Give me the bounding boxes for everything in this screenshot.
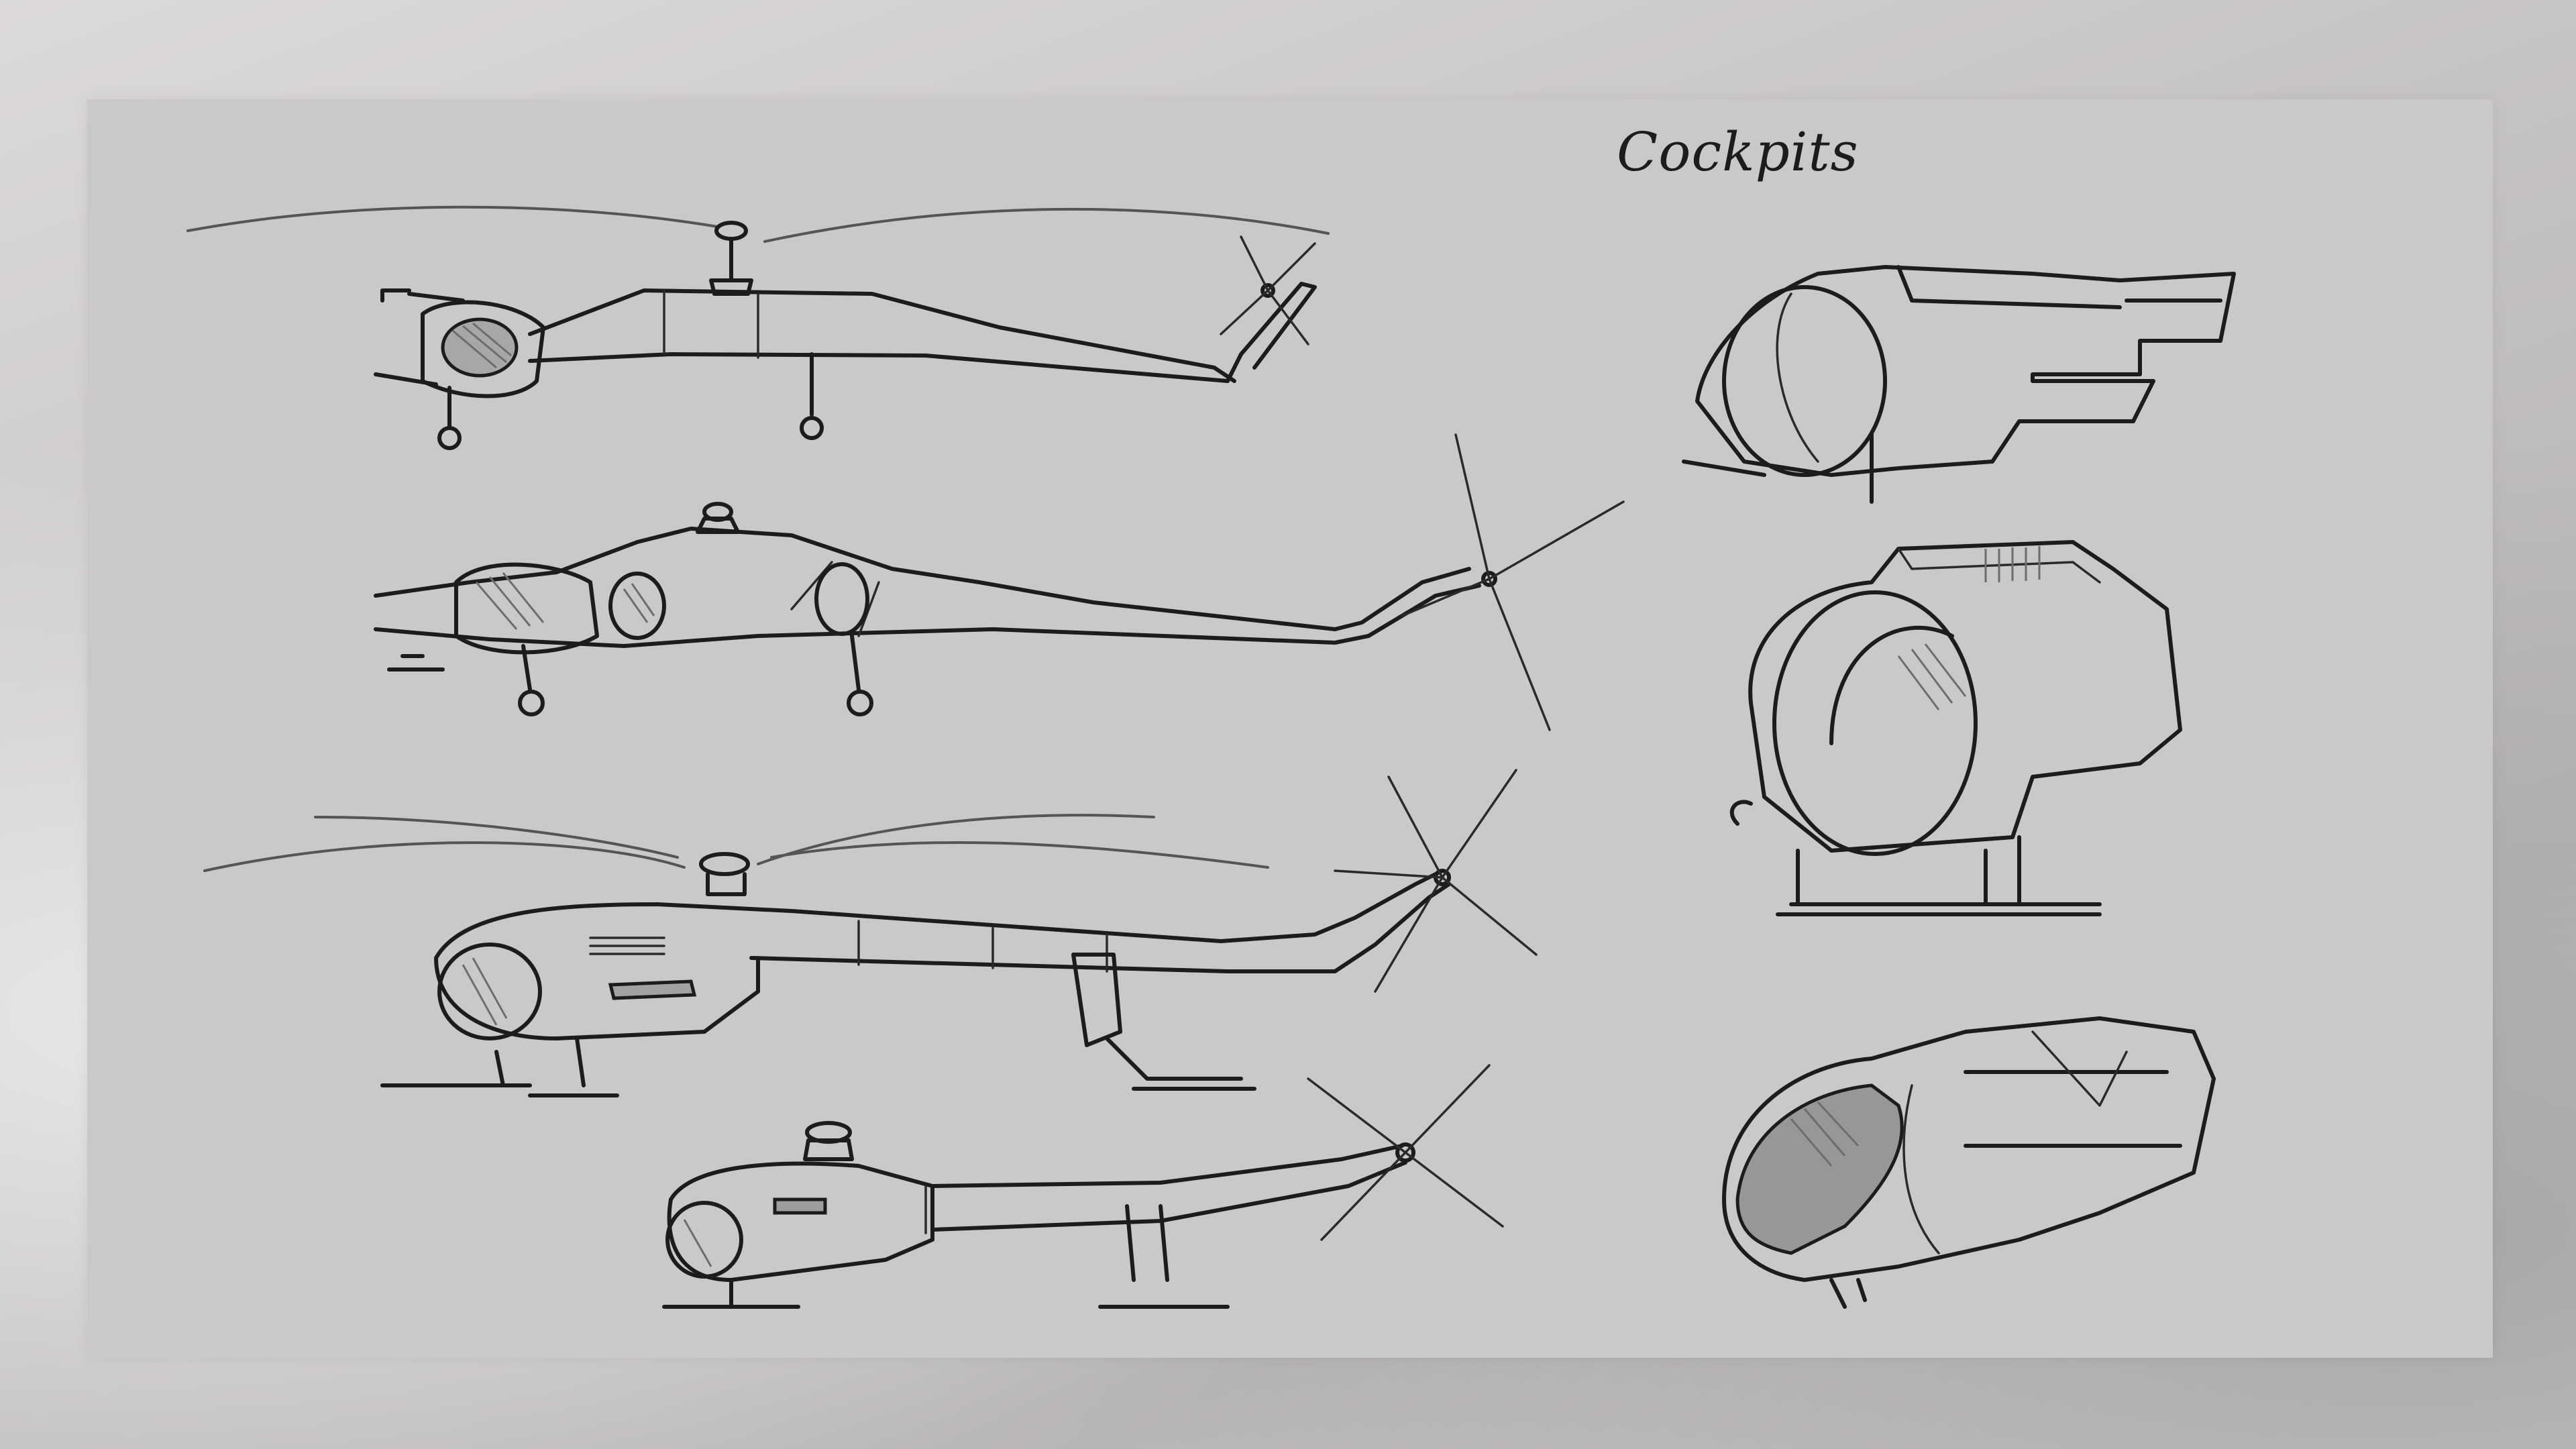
helicopter-sketch-4 — [662, 1064, 1504, 1309]
helicopter-sketch-1 — [186, 205, 1330, 450]
sketch-sheet: Cockpits — [87, 99, 2493, 1358]
cockpit-sketch-2 — [1729, 540, 2182, 916]
helicopter-sketch-3 — [203, 769, 1538, 1097]
cockpits-label: Cockpits — [1617, 121, 1859, 183]
helicopter-sketch-2 — [374, 433, 1625, 731]
cockpit-sketch-3 — [1722, 1016, 2216, 1309]
sketch-canvas — [186, 205, 2236, 1309]
cockpit-sketch-1 — [1682, 265, 2236, 504]
